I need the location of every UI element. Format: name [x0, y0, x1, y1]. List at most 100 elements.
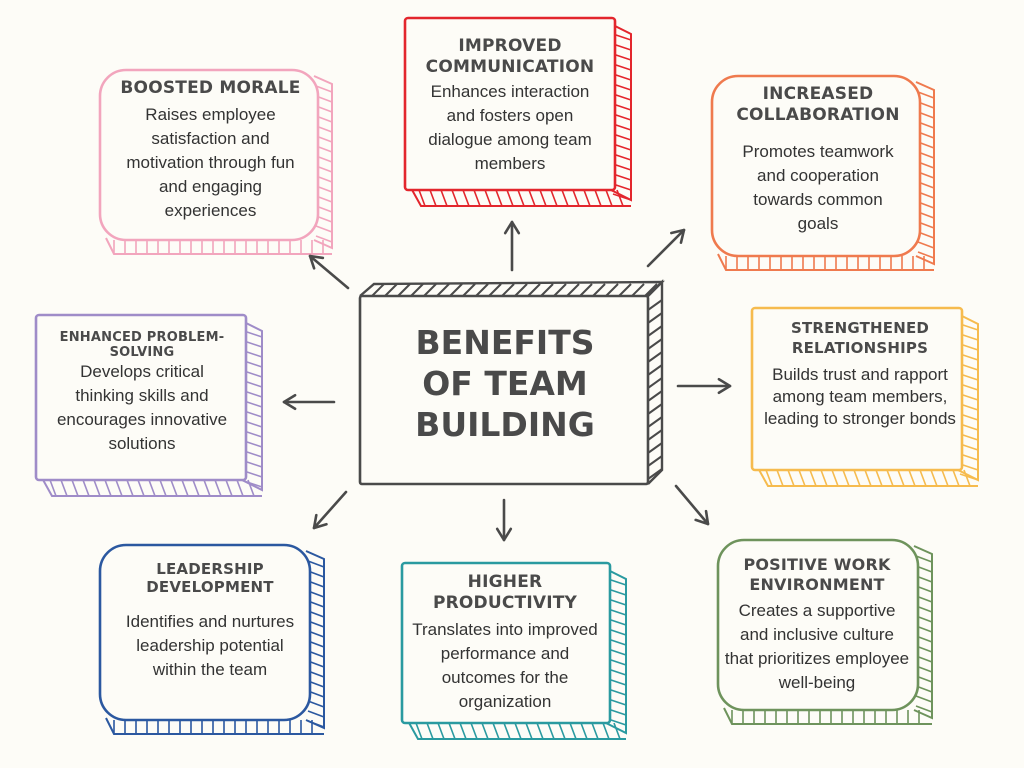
- arrow-head: [312, 513, 328, 530]
- box-hatch: [842, 469, 850, 487]
- box-positive-work-environment: [716, 538, 933, 725]
- box-hatch: [451, 189, 459, 207]
- box-hatch: [60, 479, 68, 497]
- box-hatch: [963, 469, 971, 487]
- box-hatch: [612, 193, 632, 201]
- box-hatch: [225, 479, 233, 497]
- box-hatch: [647, 442, 663, 454]
- box-hatch: [853, 469, 861, 487]
- node-title: ENHANCED PROBLEM-SOLVING: [59, 330, 225, 360]
- arrow-to-increased-collaboration: [646, 228, 686, 268]
- node-description: Raises employee satisfaction and motivat…: [126, 105, 295, 220]
- arrow-head: [717, 377, 732, 395]
- arrow-to-positive-work-environment: [674, 484, 710, 526]
- box-front: [400, 561, 612, 725]
- box-hatch: [647, 403, 663, 415]
- box-hatch: [647, 377, 663, 389]
- box-hatch: [930, 469, 938, 487]
- box-hatch: [917, 241, 935, 249]
- box-hatch: [475, 283, 489, 297]
- node-title: INCREASED COLLABORATION: [736, 84, 900, 125]
- box-hatch: [528, 189, 536, 207]
- box-front: [710, 74, 922, 258]
- box-hatch: [503, 722, 511, 740]
- box-hatch: [897, 469, 905, 487]
- box-hatch: [484, 189, 492, 207]
- box-hatch: [579, 283, 593, 297]
- arrow-head: [670, 228, 686, 244]
- box-hatch: [605, 189, 613, 207]
- node-title: POSITIVE WORK ENVIRONMENT: [743, 555, 891, 594]
- box-depth-right: [915, 81, 935, 266]
- node-leadership-development: LEADERSHIP DEVELOPMENT Identifies and nu…: [110, 560, 310, 682]
- box-hatch: [616, 189, 624, 207]
- box-hatch: [831, 469, 839, 487]
- box-hatch: [540, 283, 554, 297]
- box-hatch: [418, 189, 426, 207]
- box-front: [98, 543, 312, 722]
- box-depth-right: [957, 313, 979, 482]
- box-front: [358, 294, 650, 486]
- center-title-line: BUILDING: [415, 405, 595, 444]
- arrow-to-enhanced-problem-solving: [282, 393, 336, 411]
- box-hatch: [592, 283, 606, 297]
- box-hatch: [527, 283, 541, 297]
- box-hatch: [915, 695, 933, 703]
- box-boosted-morale: [98, 68, 333, 255]
- node-higher-productivity: HIGHER PRODUCTIVITY Translates into impr…: [405, 572, 605, 714]
- box-hatch: [613, 722, 621, 740]
- box-hatch: [436, 283, 450, 297]
- box-hatch: [517, 189, 525, 207]
- node-description: Creates a supportive and inclusive cultu…: [724, 601, 910, 692]
- arrow-shaft: [646, 228, 686, 268]
- node-title: IMPROVED COMMUNICATION: [425, 36, 595, 77]
- box-hatch: [647, 416, 663, 428]
- box-hatch: [82, 479, 90, 497]
- box-hatch: [631, 283, 645, 297]
- node-positive-work-environment: POSITIVE WORK ENVIRONMENT Creates a supp…: [722, 555, 912, 695]
- box-hatch: [959, 473, 979, 481]
- box-depth-bottom: [407, 720, 626, 740]
- node-improved-communication: IMPROVED COMMUNICATION Enhances interact…: [410, 36, 610, 176]
- box-hatch: [214, 479, 222, 497]
- arrow-head: [308, 254, 325, 270]
- box-hatch: [437, 722, 445, 740]
- node-description: Promotes teamwork and cooperation toward…: [742, 142, 894, 233]
- box-hatch: [449, 283, 463, 297]
- box-hatch: [917, 251, 935, 259]
- arrow-to-improved-communication: [503, 220, 521, 272]
- box-depth-right: [241, 320, 263, 492]
- box-hatch: [594, 189, 602, 207]
- box-depth-right: [610, 23, 632, 202]
- arrow-head: [503, 220, 521, 235]
- box-hatch: [647, 299, 663, 311]
- box-hatch: [647, 351, 663, 363]
- box-hatch: [875, 469, 883, 487]
- box-hatch: [569, 722, 577, 740]
- box-hatch: [148, 479, 156, 497]
- box-hatch: [547, 722, 555, 740]
- node-description: Enhances interaction and fosters open di…: [428, 82, 592, 173]
- box-hatch: [536, 722, 544, 740]
- box-hatch: [558, 722, 566, 740]
- box-depth-right: [913, 545, 933, 720]
- box-hatch: [647, 312, 663, 324]
- box-hatch: [647, 338, 663, 350]
- box-hatch: [307, 560, 325, 568]
- box-hatch: [647, 468, 663, 480]
- box-hatch: [397, 283, 411, 297]
- box-hatch: [787, 469, 795, 487]
- box-hatch: [429, 189, 437, 207]
- box-hatch: [415, 722, 423, 740]
- node-title: BOOSTED MORALE: [120, 78, 301, 98]
- box-hatch: [126, 479, 134, 497]
- box-hatch: [798, 469, 806, 487]
- arrow-to-strengthened-relationships: [676, 377, 732, 395]
- box-hatch: [307, 720, 325, 728]
- box-hatch: [470, 722, 478, 740]
- box-hatch: [71, 479, 79, 497]
- node-description: Develops critical thinking skills and en…: [56, 362, 228, 453]
- box-improved-communication: [403, 16, 632, 207]
- node-increased-collaboration: INCREASED COLLABORATION Promotes teamwor…: [718, 84, 918, 236]
